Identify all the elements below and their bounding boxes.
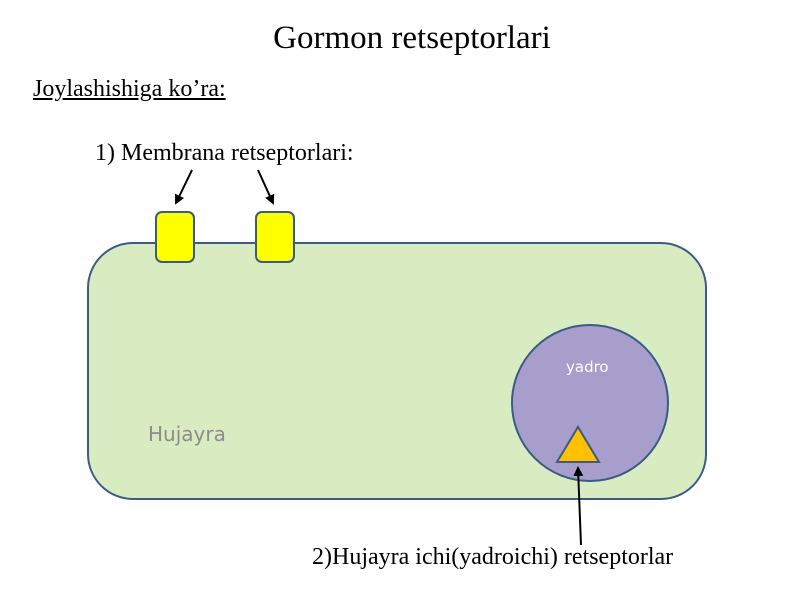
- membrane-receptor-1: [155, 211, 195, 263]
- arrow-to-receptor-2: [257, 169, 275, 205]
- arrow-to-nuclear-receptor: [573, 466, 584, 546]
- nuclear-receptor-triangle-icon: [555, 425, 601, 463]
- cell-label: Hujayra: [148, 422, 226, 446]
- membrane-receptor-2: [255, 211, 295, 263]
- membrane-receptors-label: 1) Membrana retseptorlari:: [95, 140, 354, 166]
- intracellular-receptors-label: 2)Hujayra ichi(yadroichi) retseptorlar: [312, 544, 674, 570]
- slide-subtitle: Joylashishiga ko’ra:: [33, 76, 226, 102]
- nucleus-label: yadro: [566, 358, 609, 376]
- nucleus: [511, 324, 669, 482]
- slide-title: Gormon retseptorlari: [273, 20, 551, 56]
- arrow-to-receptor-1: [174, 169, 193, 205]
